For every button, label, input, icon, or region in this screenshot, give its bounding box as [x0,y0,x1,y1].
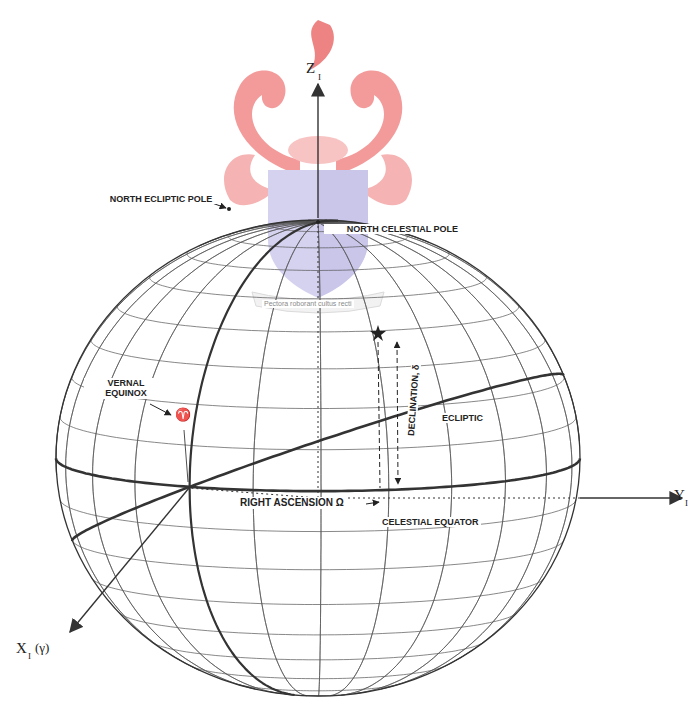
angle-label: DECLINATION, δ [406,362,422,438]
meridian-line [308,220,389,695]
celestial-pole-dot [316,220,320,224]
equinox-symbol: ♈ [173,408,193,423]
axis-subscript: I [28,651,31,661]
meridian-line [308,220,389,695]
sphere-outline [56,220,580,696]
parallel-line [228,232,407,248]
axis-label: X [16,640,27,657]
parallel-line [153,643,484,660]
meridian-line [285,221,505,693]
meridian-line [255,222,547,689]
point-label: VERNAL EQUINOX [84,378,168,399]
y-axis-hidden [318,498,580,499]
axis-subscript: I [685,498,688,508]
meridian-line [253,220,327,696]
pole-label: NORTH CELESTIAL POLE [324,224,460,234]
leader-line [150,404,171,415]
parallel-line [73,540,564,569]
circle-label: ECLIPTIC [440,413,485,423]
circle-label: CELESTIAL EQUATOR [380,517,481,527]
star-symbol [370,325,386,341]
meridian-line [93,222,373,690]
declination-line [378,342,380,488]
meridian-line [66,222,429,670]
meridian-line [93,222,373,690]
ecliptic-pole-dot [227,207,231,211]
meridian-line [285,221,505,693]
meridian-line [199,222,572,666]
z-axis [317,84,318,218]
meridian-line [135,221,350,693]
equinox-meridian [190,221,339,695]
leader-line [184,430,188,482]
meridian-line [318,220,322,696]
right-ascension-arrow [366,502,379,504]
axis-label: (γ) [35,641,49,656]
axis-label: Z [306,60,315,77]
crest-motto: Pectora roborant cultus recti [262,300,354,308]
meridian-line [255,222,547,689]
meridian-line [299,221,451,695]
axis-label: Y [674,487,685,504]
meridian-line [318,220,322,696]
pole-label: NORTH ECLIPTIC POLE [104,194,218,204]
angle-label: RIGHT ASCENSION Ω [238,497,346,509]
meridian-line [66,222,429,670]
parallel-line [92,578,544,604]
axis-subscript: I [318,72,321,82]
meridian-line [199,222,572,666]
z-axis-hidden [318,222,319,498]
parallel-line [119,612,517,635]
meridian-line [299,221,451,695]
y-axis [580,497,682,498]
meridian-line [253,220,327,696]
x-axis [70,488,189,632]
meridian-line [135,221,350,693]
declination-arrow [397,342,398,484]
